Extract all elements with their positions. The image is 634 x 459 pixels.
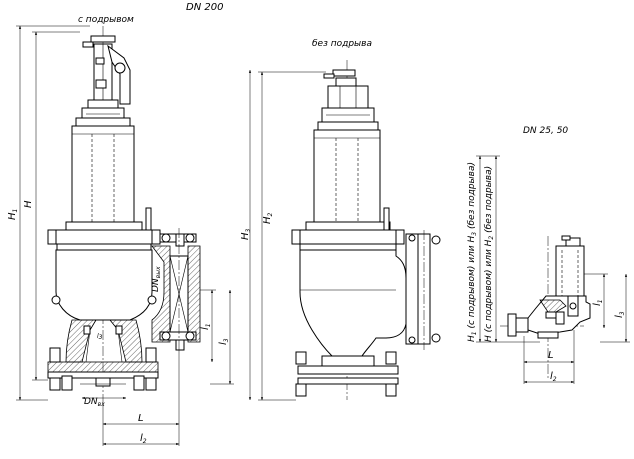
dim-h1-label: H1 <box>7 209 19 220</box>
dim-l-label: L <box>138 413 144 424</box>
dn-in-label: DNвх <box>84 397 105 408</box>
small-note-h-h2: H (с подрывом) или H2 (без подрыва) <box>484 166 495 342</box>
dim-l2-label: l2 <box>140 433 147 445</box>
middle-view-without-lever: без подрыва <box>240 39 441 401</box>
valve-body <box>55 249 153 321</box>
small-dim-l2-label: l2 <box>550 371 557 383</box>
outlet-flange-side <box>405 233 419 345</box>
small-view-dn-label: DN 25, 50 <box>523 126 568 136</box>
inlet-section <box>47 319 159 391</box>
small-dim-l-label: L <box>548 350 554 361</box>
dim-l3-label: l3 <box>218 338 230 345</box>
small-note-h1-h3: H1 (с подрывом) или H3 (без подрыва) <box>467 162 478 342</box>
small-dim-l1-label: l1 <box>592 299 604 306</box>
dim-h2-label: H2 <box>262 212 274 224</box>
without-lever-label: без подрыва <box>312 39 372 49</box>
main-view-dn-label: DN 200 <box>186 2 223 13</box>
outlet-section <box>151 228 201 351</box>
main-view-with-lever: DN 200 с подрывом <box>7 2 234 446</box>
lever-mechanism <box>75 35 131 127</box>
small-bonnet <box>555 245 585 297</box>
l3-small-label: l3 <box>97 333 103 341</box>
dim-l1-label: l1 <box>200 323 212 330</box>
cap <box>317 69 379 131</box>
dn-out-label: DNвых <box>151 266 162 292</box>
bonnet <box>71 125 135 227</box>
dim-h3-label: H3 <box>240 228 252 240</box>
top-flange <box>52 229 156 245</box>
valve-body-middle <box>299 249 407 357</box>
small-view-dn25-50: DN 25, 50 l1 l3 <box>467 126 630 384</box>
with-lever-label: с подрывом <box>78 15 134 25</box>
bonnet-middle <box>313 129 381 227</box>
dim-h-label: H <box>23 200 34 208</box>
small-dim-l3-label: l3 <box>614 311 626 318</box>
